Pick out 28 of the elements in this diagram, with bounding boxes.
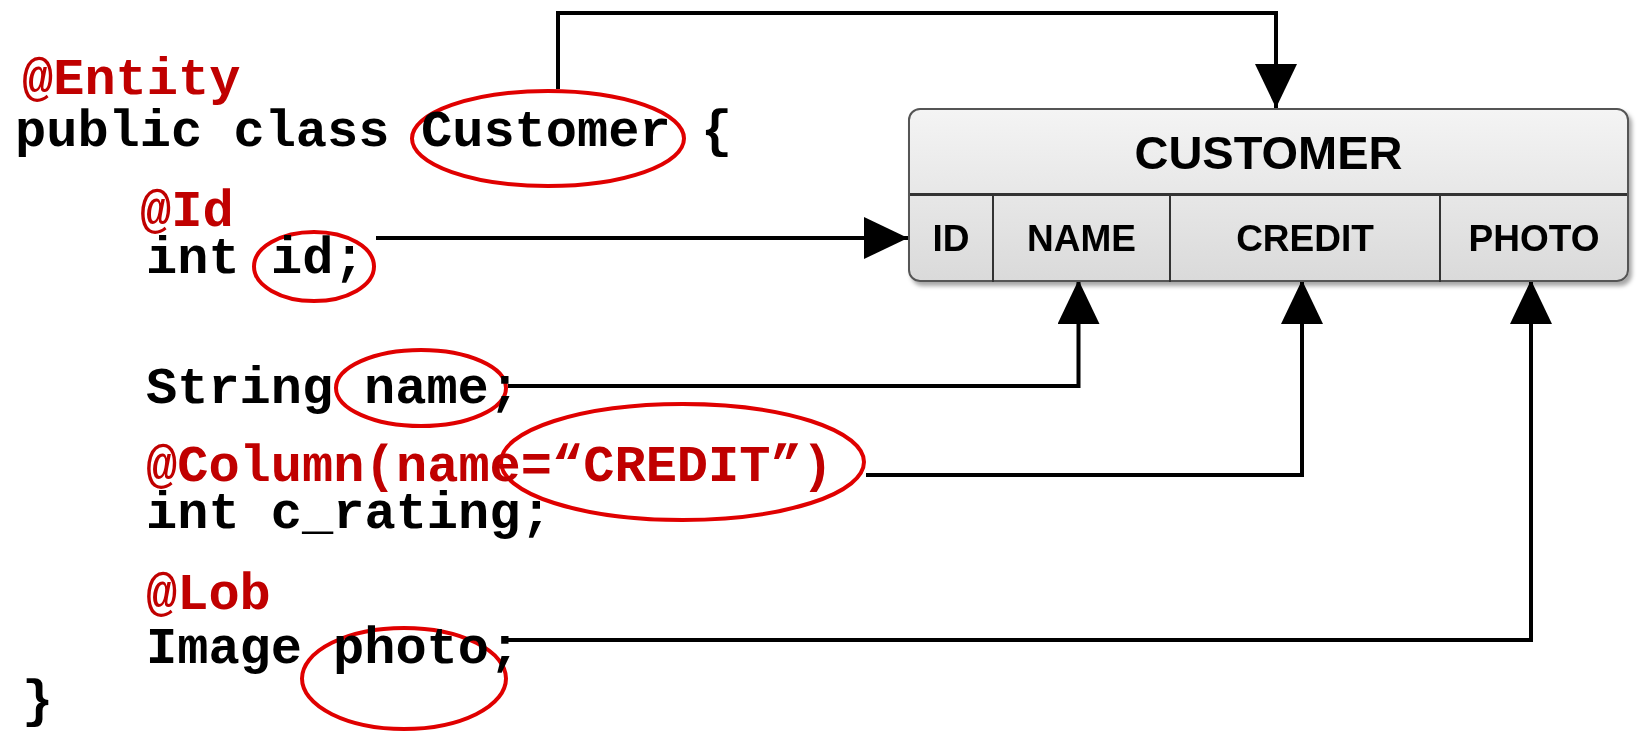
code-text: @Entity xyxy=(22,55,241,107)
column-header: ID xyxy=(910,193,992,282)
highlight-ellipse xyxy=(252,230,376,303)
code-text: } xyxy=(22,677,54,729)
arrow xyxy=(376,217,908,259)
code-token: photo xyxy=(333,624,490,676)
code-text: @Lob xyxy=(146,570,271,622)
column-header: CREDIT xyxy=(1169,193,1439,282)
code-token: Customer xyxy=(421,107,671,159)
highlight-ellipse xyxy=(300,626,508,731)
code-text: Image xyxy=(146,624,303,676)
table-box xyxy=(908,108,1629,282)
arrow xyxy=(508,280,1552,642)
code-text: int c_rating; xyxy=(146,489,552,541)
code-text: { xyxy=(701,107,733,159)
column-header: NAME xyxy=(992,193,1169,282)
highlight-ellipse xyxy=(410,89,686,188)
code-text: String xyxy=(146,364,334,416)
column-header: PHOTO xyxy=(1439,193,1627,282)
code-text: public class xyxy=(15,107,390,159)
code-token: id; xyxy=(271,234,365,286)
arrow xyxy=(866,280,1323,477)
code-text: int xyxy=(146,234,240,286)
arrow xyxy=(556,11,1297,108)
arrow xyxy=(508,280,1100,388)
table-name: CUSTOMER xyxy=(1133,128,1404,178)
highlight-ellipse xyxy=(334,348,508,428)
code-token: name xyxy=(364,364,489,416)
